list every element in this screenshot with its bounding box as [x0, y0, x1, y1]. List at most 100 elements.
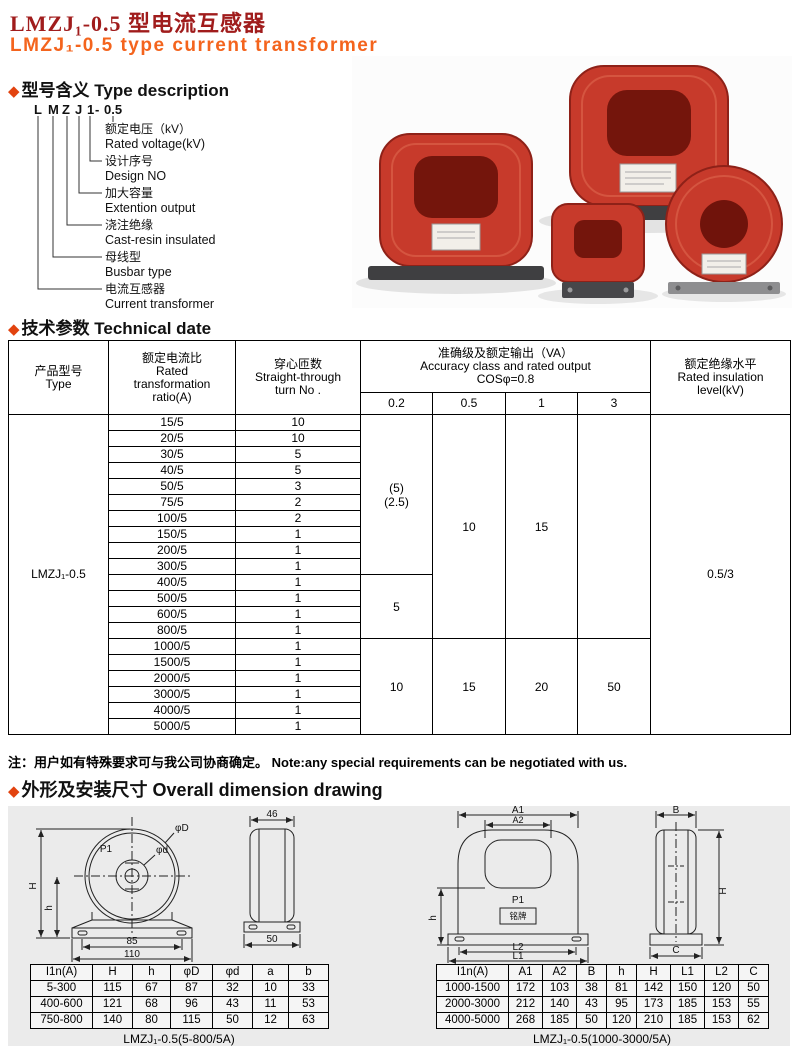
- ratio-cell: 1000/5: [108, 638, 236, 655]
- dim-label-85: 85: [126, 936, 138, 947]
- turns-cell: 5: [235, 446, 361, 463]
- table-cell: 63: [288, 1012, 329, 1029]
- column-header: I1n(A): [436, 964, 509, 981]
- table-cell: 81: [606, 980, 637, 997]
- section-heading-text: 外形及安装尺寸 Overall dimension drawing: [21, 780, 383, 800]
- column-header: φd: [212, 964, 253, 981]
- turns-cell: 1: [235, 558, 361, 575]
- turns-cell: 1: [235, 574, 361, 591]
- ring-type-dimension-drawing: P1 φD φd H h 85 110 46 50: [28, 809, 301, 962]
- table-cell: 50: [576, 1012, 607, 1029]
- ratio-cell: 150/5: [108, 526, 236, 543]
- dimension-drawing-panel: P1 φD φd H h 85 110 46 50: [8, 806, 790, 1046]
- dim-label-p1: P1: [100, 844, 113, 855]
- dim-label-h: h: [44, 905, 55, 911]
- page-title-en: LMZJ₁-0.5 type current transformer: [10, 35, 379, 56]
- table-cell: 10: [252, 980, 289, 997]
- table-cell: 53: [288, 996, 329, 1013]
- label-en: Current transformer: [105, 297, 215, 311]
- table-cell: 12: [252, 1012, 289, 1029]
- dim-label-L1: L1: [512, 951, 524, 962]
- label-en: Extention output: [105, 201, 196, 215]
- dimension-table-caption: LMZJ₁-0.5(5-800/5A): [123, 1032, 235, 1046]
- type-code-letter: M: [48, 102, 59, 117]
- column-header: a: [252, 964, 289, 981]
- type-code-letter: 0.5: [104, 102, 123, 117]
- table-cell: 55: [738, 996, 769, 1013]
- ratio-cell: 40/5: [108, 462, 236, 479]
- table-cell: 185: [670, 1012, 705, 1029]
- dim-label-A2: A2: [512, 815, 523, 825]
- turns-cell: 1: [235, 654, 361, 671]
- connector-line: [78, 116, 102, 194]
- busbar-type-dimension-drawing: A1 A2 P1 铭牌 h L2 L1 B H C: [428, 806, 729, 964]
- dim-label-p1: P1: [512, 895, 525, 906]
- table-cell: 268: [508, 1012, 543, 1029]
- ratio-cell: 2000/5: [108, 670, 236, 687]
- table-cell: 38: [576, 980, 607, 997]
- type-code-letter: -: [95, 102, 100, 117]
- section-heading-dimension: ◆外形及安装尺寸 Overall dimension drawing: [8, 776, 383, 802]
- table-cell: 43: [576, 996, 607, 1013]
- turns-cell: 2: [235, 494, 361, 511]
- dim-label-110: 110: [124, 949, 140, 960]
- table-cell: 400-600: [30, 996, 93, 1013]
- table-cell: 210: [636, 1012, 671, 1029]
- ratio-cell: 300/5: [108, 558, 236, 575]
- dim-label-H: H: [718, 887, 729, 894]
- table-cell: 50: [212, 1012, 253, 1029]
- accuracy-subheader: 1: [505, 392, 578, 415]
- accuracy-cell: 10: [360, 638, 433, 735]
- label-zh: 额定电压（kV）: [105, 122, 192, 136]
- nameplate-label: 铭牌: [509, 911, 527, 921]
- connector-line: [37, 116, 102, 290]
- column-header: I1n(A): [30, 964, 93, 981]
- dim-label-A1: A1: [512, 806, 525, 816]
- column-header: φD: [170, 964, 213, 981]
- dim-label-B: B: [673, 806, 680, 816]
- column-header: A2: [542, 964, 577, 981]
- table-cell: 121: [92, 996, 133, 1013]
- turns-cell: 10: [235, 414, 361, 431]
- table-cell: 153: [704, 1012, 739, 1029]
- dimension-table-caption: LMZJ₁-0.5(1000-3000/5A): [532, 1032, 672, 1046]
- label-en: Design NO: [105, 169, 167, 183]
- column-header: C: [738, 964, 769, 981]
- type-cell: LMZJ₁-0.5: [8, 414, 109, 735]
- table-cell: 120: [606, 1012, 637, 1029]
- turns-cell: 1: [235, 686, 361, 703]
- table-cell: 140: [92, 1012, 133, 1029]
- turns-cell: 5: [235, 462, 361, 479]
- section-heading-technical: ◆技术参数 Technical date: [8, 314, 211, 339]
- table-cell: 50: [738, 980, 769, 997]
- note-text: 注：用户如有特殊要求可与我公司协商确定。 Note:any special re…: [8, 752, 627, 771]
- turns-cell: 1: [235, 622, 361, 639]
- table-cell: 153: [704, 996, 739, 1013]
- type-code-letter: J: [75, 102, 83, 117]
- dim-label-50: 50: [266, 934, 278, 945]
- accuracy-cell: 15: [505, 414, 578, 639]
- section-heading-type-description: ◆型号含义 Type description: [8, 76, 229, 101]
- table-cell: 95: [606, 996, 637, 1013]
- ratio-cell: 5000/5: [108, 718, 236, 735]
- table-cell: 5-300: [30, 980, 93, 997]
- column-header: 准确级及额定输出（VA）Accuracy class and rated out…: [359, 340, 652, 393]
